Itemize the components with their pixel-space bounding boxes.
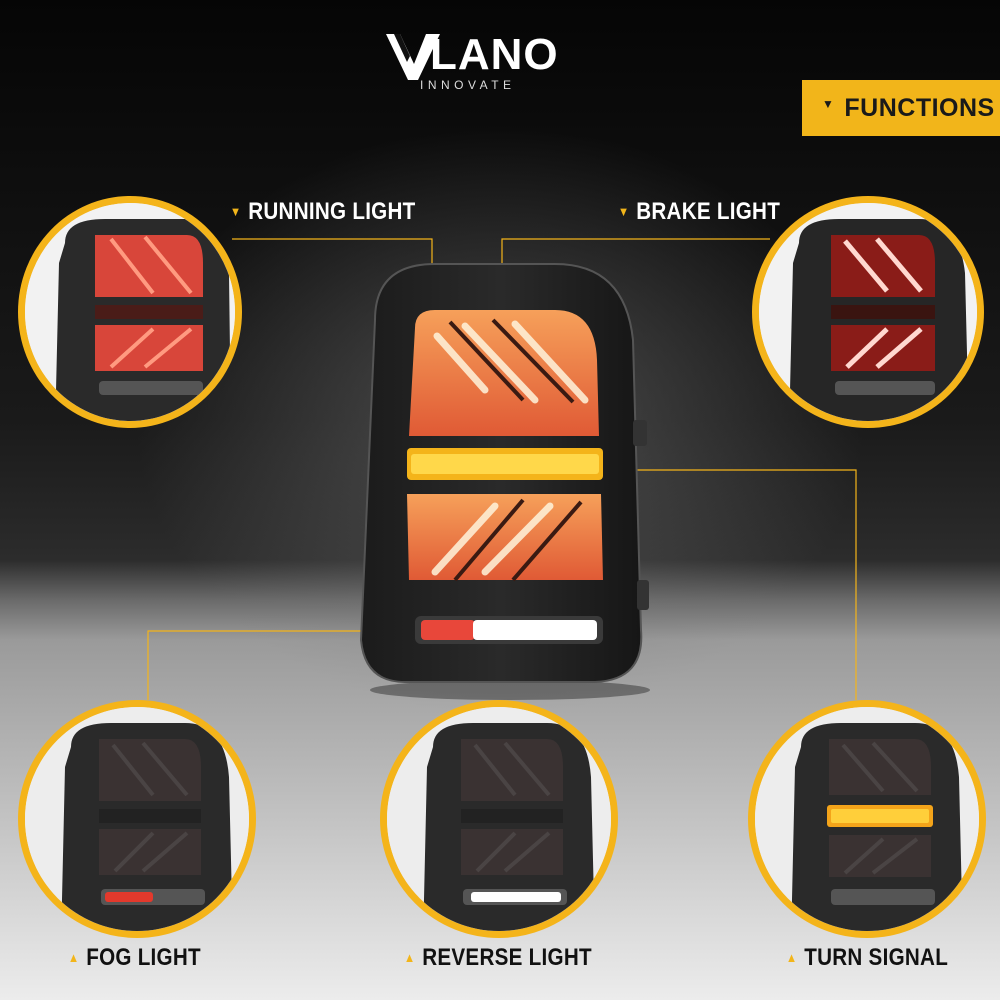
functions-badge: ▼ FUNCTIONS [802, 80, 1000, 136]
brand-tagline: INNOVATE [420, 78, 516, 92]
label-brake-text: BRAKE LIGHT [636, 198, 781, 225]
circle-running-light [18, 196, 242, 428]
turn-lamp-illustration [755, 707, 979, 931]
functions-label: FUNCTIONS [844, 93, 995, 122]
reverse-lamp-illustration [387, 707, 611, 931]
circle-reverse-light [380, 700, 618, 938]
fog-lamp-illustration [25, 707, 249, 931]
triangle-down-icon: ▼ [822, 97, 835, 111]
label-brake-light: ▼ BRAKE LIGHT [618, 198, 780, 226]
circle-turn-signal [748, 700, 986, 938]
label-fog-text: FOG LIGHT [86, 944, 201, 971]
label-turn-signal: ▲ TURN SIGNAL [786, 944, 948, 972]
running-lamp-illustration [25, 203, 235, 421]
triangle-down-icon: ▼ [230, 204, 242, 219]
triangle-down-icon: ▼ [618, 204, 630, 219]
label-fog-light: ▲ FOG LIGHT [68, 944, 201, 972]
label-reverse-light: ▲ REVERSE LIGHT [404, 944, 592, 972]
label-reverse-text: REVERSE LIGHT [422, 944, 592, 971]
line-turn [537, 469, 857, 700]
brand-logo: LANO INNOVATE [386, 30, 610, 94]
logo-v-mark [386, 34, 440, 80]
main-tail-lamp [359, 263, 650, 700]
circle-brake-light [752, 196, 984, 428]
brand-name: LANO [430, 30, 559, 79]
label-running-text: RUNNING LIGHT [248, 198, 416, 225]
brake-lamp-illustration [759, 203, 977, 421]
label-turn-text: TURN SIGNAL [804, 944, 949, 971]
triangle-up-icon: ▲ [404, 950, 416, 965]
label-running-light: ▼ RUNNING LIGHT [230, 198, 416, 226]
triangle-up-icon: ▲ [786, 950, 798, 965]
circle-fog-light [18, 700, 256, 938]
triangle-up-icon: ▲ [68, 950, 80, 965]
